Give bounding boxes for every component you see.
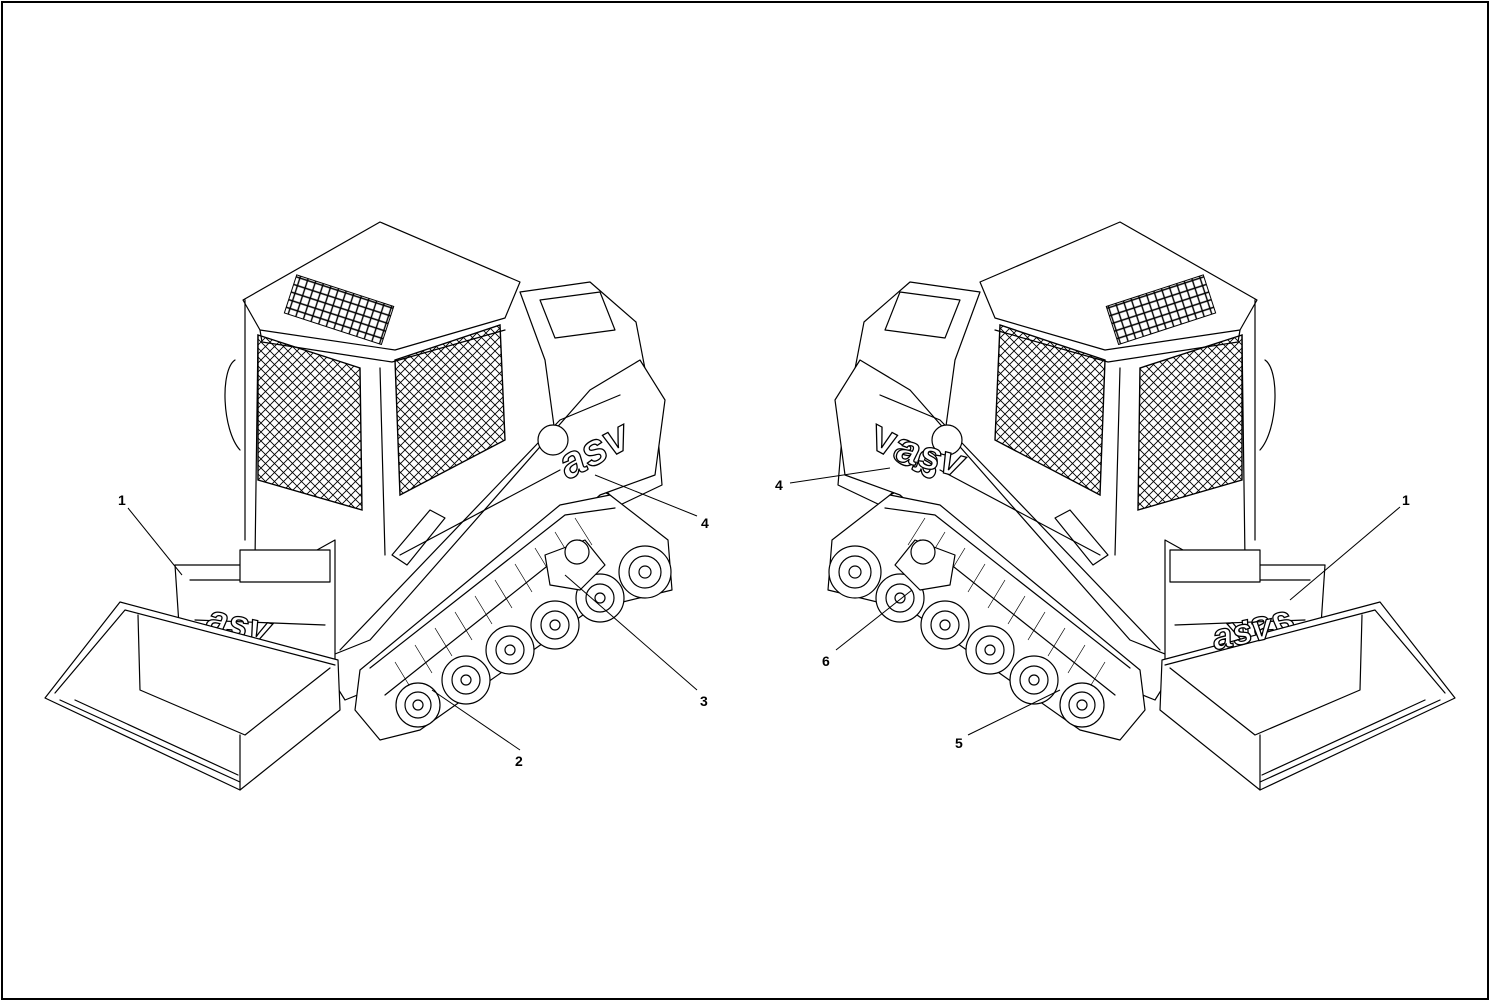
- callout-6-right: 6: [822, 653, 830, 669]
- right-callouts: 1 4 5 6: [775, 467, 1410, 751]
- callout-1-right: 1: [1402, 492, 1410, 508]
- callout-4: 4: [701, 515, 709, 531]
- right-machine-view: [827, 221, 1456, 791]
- callout-4-right: 4: [775, 477, 783, 493]
- callout-5-right: 5: [955, 735, 963, 751]
- callout-1: 1: [118, 492, 126, 508]
- callout-2: 2: [515, 753, 523, 769]
- left-callouts: 1 2 3 4: [118, 474, 709, 769]
- left-machine-view: [44, 221, 673, 791]
- callout-3: 3: [700, 693, 708, 709]
